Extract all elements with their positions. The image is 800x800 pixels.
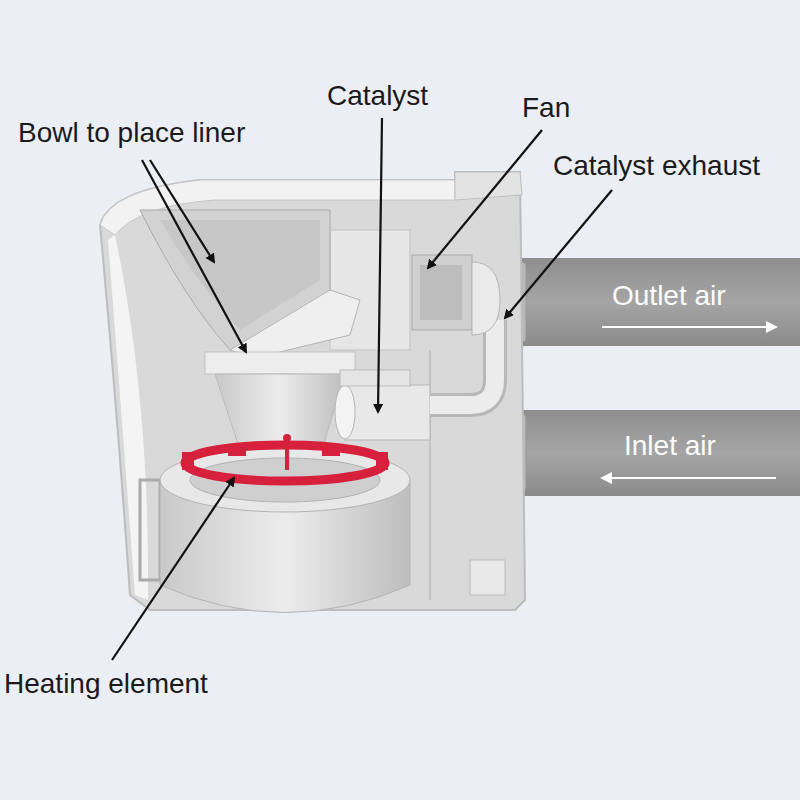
part-label: Catalyst [327, 80, 428, 112]
pipe-label: Outlet air [612, 280, 726, 312]
flow-arrows [602, 327, 776, 478]
funnel [205, 352, 355, 450]
part-label: Bowl to place liner [18, 117, 245, 149]
part-label: Catalyst exhaust [553, 150, 760, 182]
heating-element [182, 434, 388, 481]
catalyst [335, 370, 430, 440]
inlet-pipe [500, 410, 800, 496]
fan [412, 255, 500, 335]
pipe-label: Inlet air [624, 430, 716, 462]
part-label: Heating element [4, 668, 208, 700]
leader-lines [112, 118, 612, 660]
bowl [140, 210, 360, 358]
part-label: Fan [522, 92, 570, 124]
